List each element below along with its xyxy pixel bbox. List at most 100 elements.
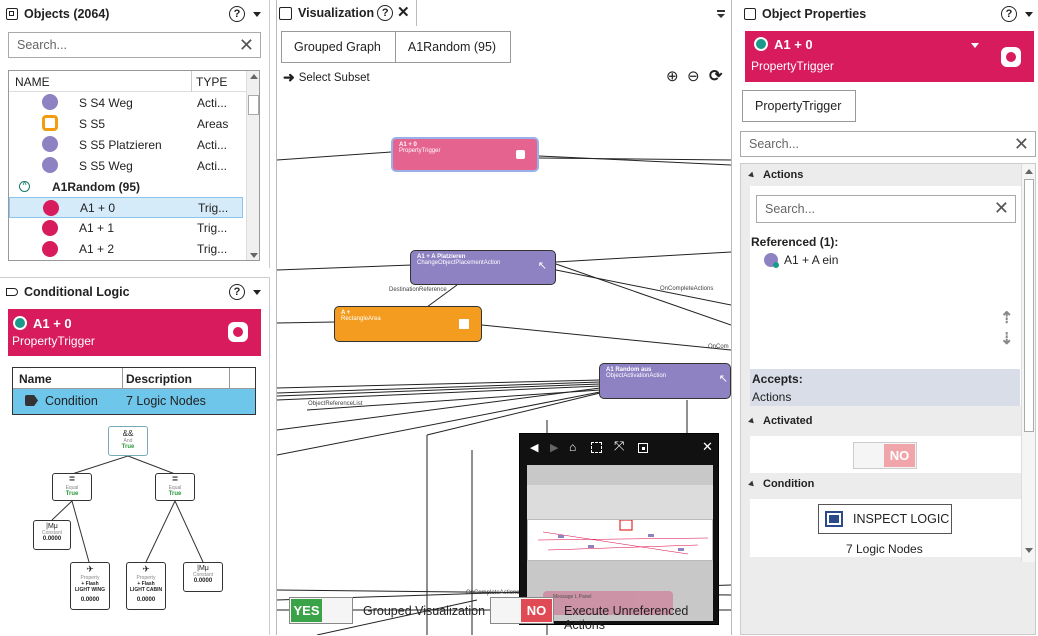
activated-toggle[interactable]: NO <box>853 442 917 469</box>
activated-section-header[interactable]: Activated <box>741 410 1035 432</box>
condition-section-header[interactable]: Condition <box>741 473 1035 495</box>
grouped-visualization-toggle[interactable]: YES <box>289 597 353 624</box>
visualization-panel: Visualization ? ✕ Grouped Graph A1Random… <box>276 0 732 635</box>
accepts-value: Actions <box>752 390 792 404</box>
graph-node-placement[interactable]: A1 + A Platzieren ChangeObjectPlacementA… <box>410 250 556 285</box>
equal-label: Equal <box>65 485 79 491</box>
inspect-logic-label: INSPECT LOGIC <box>853 512 950 526</box>
edge-label-oncomplete-2: OnCompleteActions <box>466 590 520 596</box>
collapse-icon[interactable]: ^ <box>19 181 30 192</box>
minimap-back-icon[interactable]: ◀ <box>530 442 539 454</box>
logic-card-name: A1 + 0 <box>33 316 72 331</box>
graph-node-trigger[interactable]: A1 + 0 PropertyTrigger <box>391 137 539 172</box>
move-down-icon[interactable]: ⇣ <box>1000 331 1014 348</box>
logic-equal-node-1[interactable]: = Equal True <box>52 473 92 501</box>
actions-section-header[interactable]: Actions <box>741 164 1035 186</box>
minimap-expand-icon[interactable]: ⤧ <box>614 438 625 453</box>
graph-node-area[interactable]: A + RectangleArea <box>334 306 482 342</box>
logic-condition-row[interactable]: Condition 7 Logic Nodes <box>13 389 255 414</box>
minimap[interactable]: ◀ ▶ ⌂ ⤧ ✕ Message L Panel <box>519 433 719 625</box>
area-square-icon <box>459 319 469 329</box>
visualization-help-icon[interactable]: ? <box>377 5 394 21</box>
logic-constant-node-2[interactable]: |Mμ Constant 0.0000 <box>183 562 223 592</box>
refresh-icon[interactable]: ⟳ <box>709 68 723 85</box>
object-name: S S5 Platzieren <box>79 138 162 152</box>
properties-help-icon[interactable]: ? <box>1001 6 1017 22</box>
logic-equal-node-2[interactable]: = Equal True <box>155 473 195 501</box>
edge-label-oncom: OnCom <box>708 344 729 350</box>
inspect-logic-button[interactable]: INSPECT LOGIC <box>818 504 952 534</box>
minimap-close-icon[interactable]: ✕ <box>702 439 713 454</box>
activated-toggle-state: NO <box>884 444 915 467</box>
properties-menu-caret-icon[interactable] <box>1025 12 1033 17</box>
objects-help-icon[interactable]: ? <box>229 6 245 22</box>
objects-menu-caret-icon[interactable] <box>253 12 261 17</box>
breadcrumb-a1random[interactable]: A1Random (95) <box>394 31 512 63</box>
referenced-item[interactable]: A1 + A ein <box>764 253 838 268</box>
minimap-square-icon[interactable] <box>638 443 648 453</box>
edge-label-objectref: ObjectReferenceList <box>308 401 363 407</box>
conditional-logic-title: Conditional Logic <box>24 285 130 299</box>
properties-content: Actions Search... ✕ Referenced (1): A1 +… <box>740 163 1036 635</box>
logic-constant-node-1[interactable]: |Mμ Constant 0.0000 <box>33 520 71 550</box>
clear-search-icon[interactable]: ✕ <box>238 35 254 55</box>
logic-and-node[interactable]: && And True <box>108 426 148 456</box>
visualization-breadcrumb: Grouped Graph A1Random (95) <box>281 31 512 63</box>
graph-node-activation[interactable]: A1 Random aus ObjectActivationAction ↖ <box>599 363 731 399</box>
clear-search-icon[interactable]: ✕ <box>993 198 1009 218</box>
properties-search-input[interactable]: Search... ✕ <box>740 131 1036 157</box>
logic-property-node-2[interactable]: ✈ Property + Flash LIGHT CABIN 0.0000 <box>126 562 166 610</box>
objects-search-input[interactable]: Search... ✕ <box>8 32 261 58</box>
node-title: A1 + 0 <box>399 142 417 148</box>
breadcrumb-property-trigger[interactable]: PropertyTrigger <box>742 90 857 122</box>
minimap-panel-node: Message L Panel <box>543 591 673 615</box>
logic-property-node-1[interactable]: ✈ Property + Flash LIGHT WING 0.0000 <box>70 562 110 610</box>
minimap-home-icon[interactable]: ⌂ <box>569 440 577 454</box>
visualization-menu-icon[interactable] <box>717 10 725 18</box>
clear-search-icon[interactable]: ✕ <box>1013 134 1029 154</box>
node-subtitle: ObjectActivationAction <box>606 373 667 379</box>
logic-help-icon[interactable]: ? <box>229 284 245 300</box>
select-subset-button[interactable]: ➜ Select Subset <box>283 69 370 86</box>
close-tab-icon[interactable]: ✕ <box>397 4 410 21</box>
zoom-in-icon[interactable]: ⊕ <box>666 68 679 85</box>
property-sub: + Flash <box>81 581 99 587</box>
column-name[interactable]: NAME <box>15 75 50 89</box>
actions-search-input[interactable]: Search... ✕ <box>756 195 1016 223</box>
object-type: Acti... <box>197 159 228 173</box>
graph-canvas[interactable]: DestinationReference OnCompleteActions O… <box>277 90 731 635</box>
visualization-tab[interactable]: Visualization ? ✕ <box>277 0 417 26</box>
unref-toggle-label: Execute Unreferenced Actions <box>564 604 689 632</box>
properties-card-type: PropertyTrigger <box>751 59 834 73</box>
airplane-icon: ✈ <box>86 564 94 574</box>
logic-count: 7 Logic Nodes <box>846 542 923 556</box>
breadcrumb-grouped-graph[interactable]: Grouped Graph <box>281 31 395 63</box>
card-dropdown-icon[interactable] <box>971 43 979 48</box>
minimap-fit-icon[interactable] <box>591 442 602 453</box>
properties-search-placeholder: Search... <box>749 137 800 151</box>
action-arrow-icon <box>764 253 779 268</box>
cursor-icon: ↖ <box>718 373 728 385</box>
zoom-out-icon[interactable]: ⊖ <box>687 68 700 85</box>
trigger-icon <box>1001 47 1021 67</box>
column-type[interactable]: TYPE <box>196 75 228 89</box>
trigger-name: A1 + 0 <box>80 201 116 215</box>
objects-group-row[interactable]: ^ A1Random (95) <box>9 176 247 197</box>
move-up-icon[interactable]: ⇡ <box>1000 310 1014 327</box>
properties-scrollbar[interactable] <box>1021 164 1035 562</box>
logic-menu-caret-icon[interactable] <box>253 290 261 295</box>
minimap-forward-icon[interactable]: ▶ <box>550 442 559 454</box>
node-subtitle: ChangeObjectPlacementAction <box>417 260 501 266</box>
execute-unreferenced-toggle[interactable]: NO <box>490 597 554 624</box>
constant-value: 0.0000 <box>193 578 213 584</box>
equal-label: Equal <box>168 485 182 491</box>
property-name: LIGHT CABIN <box>129 587 163 593</box>
objects-scrollbar[interactable] <box>246 71 259 260</box>
